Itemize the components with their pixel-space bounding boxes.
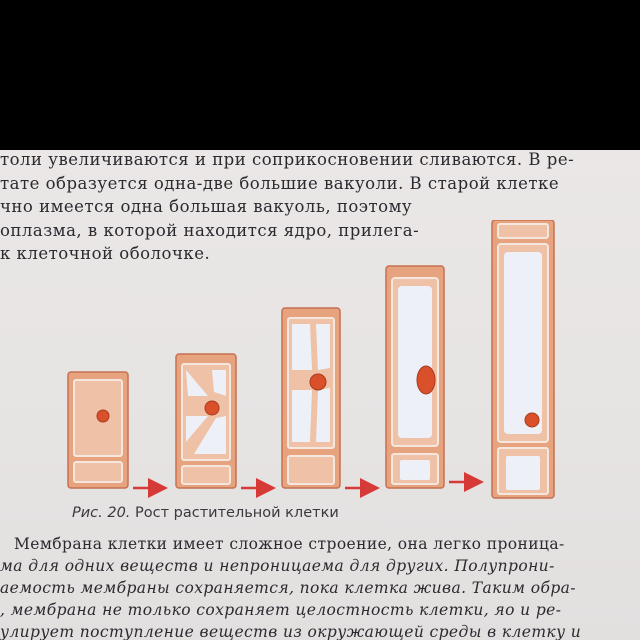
text-line: ма для одних веществ и непроницаема для … [0, 557, 555, 575]
cell-stage-5 [491, 220, 555, 499]
text-line: аемость мембраны сохраняется, пока клетк… [0, 579, 576, 597]
text-line: толи увеличиваются и при соприкосновении… [0, 150, 575, 169]
nucleus [524, 412, 540, 428]
text-line: тате образуется одна-две большие вакуоли… [0, 174, 560, 193]
figure-number: Рис. 20. [72, 505, 131, 521]
text-line: Мембрана клетки имеет сложное строение, … [14, 535, 565, 553]
nucleus [96, 409, 110, 423]
plant-cell-growth-figure [67, 220, 555, 499]
cell-stage-4 [385, 265, 445, 489]
figure-caption: Рис. 20. Рост растительной клетки [72, 505, 339, 521]
textbook-page: толи увеличиваются и при соприкосновении… [0, 150, 640, 640]
figure-caption-text: Рост растительной клетки [135, 505, 339, 521]
text-line: , мембрана не только сохраняет целостнос… [0, 601, 562, 619]
nucleus [204, 400, 220, 416]
cell-stage-3 [281, 307, 341, 489]
text-line: к клеточной оболочке. [0, 244, 211, 263]
text-line: оплазма, в которой находится ядро, приле… [0, 221, 420, 240]
cell-stage-2 [175, 353, 237, 489]
nucleus [416, 365, 436, 395]
cell-stage-1 [67, 371, 129, 489]
text-line: улирует поступление веществ из окружающе… [0, 623, 582, 640]
nucleus [309, 373, 327, 391]
text-line: чно имеется одна большая вакуоль, поэтом… [0, 197, 413, 216]
